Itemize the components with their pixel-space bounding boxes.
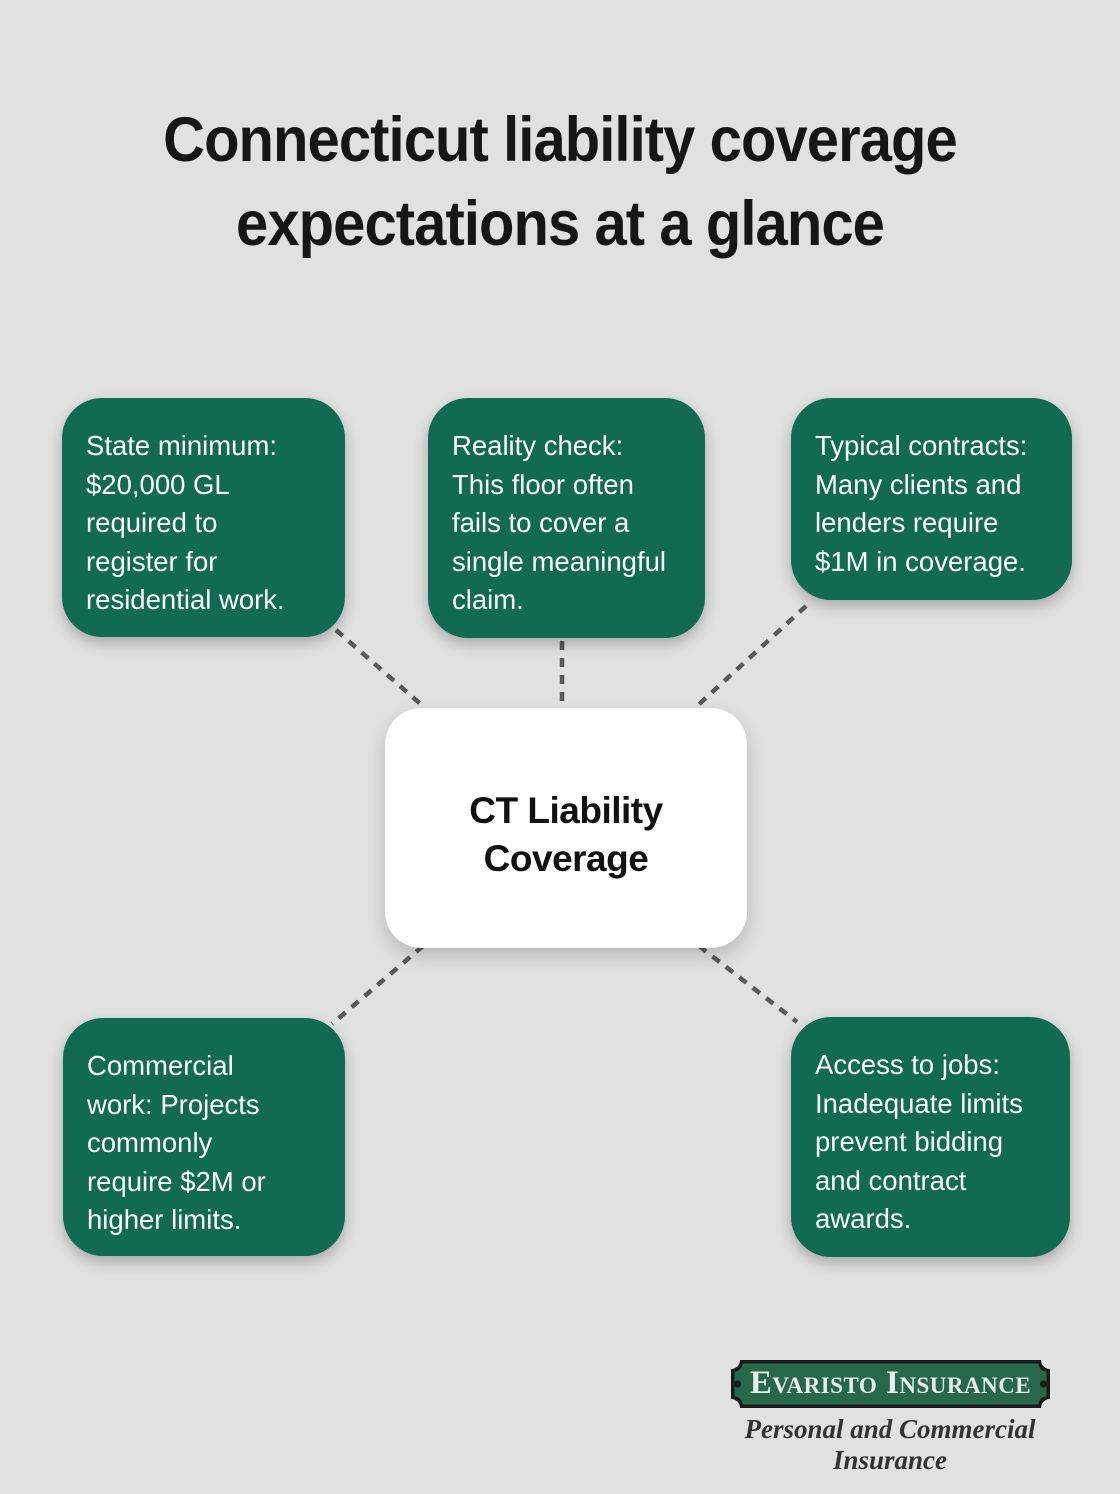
- node-typical-contracts: Typical contracts: Many clients and lend…: [791, 398, 1072, 600]
- logo-plaque-face: [734, 1363, 1047, 1405]
- page-title: Connecticut liability coverage expectati…: [45, 98, 1075, 266]
- center-node-label: CT Liability Coverage: [469, 790, 663, 879]
- title-line-1: Connecticut liability coverage: [163, 105, 958, 175]
- title-line-2: expectations at a glance: [236, 189, 885, 259]
- node-state-minimum-text: State minimum: $20,000 GL required to re…: [86, 430, 285, 615]
- logo-name: Evaristo Insurance: [749, 1365, 1032, 1401]
- logo-right-dot: [1039, 1380, 1048, 1388]
- node-reality-check: Reality check: This floor often fails to…: [428, 398, 705, 638]
- logo-left-dot: [733, 1380, 742, 1388]
- connector-top-right: [694, 604, 808, 709]
- node-access-to-jobs-text: Access to jobs: Inadequate limits preven…: [815, 1049, 1023, 1234]
- connector-bottom-left: [330, 944, 425, 1026]
- logo-tagline: Personal and Commercial Insurance: [744, 1414, 1036, 1475]
- node-commercial-work-text: Commercial work: Projects commonly requi…: [87, 1050, 266, 1235]
- node-state-minimum: State minimum: $20,000 GL required to re…: [62, 398, 345, 637]
- connector-top-left: [334, 628, 426, 709]
- node-typical-contracts-text: Typical contracts: Many clients and lend…: [815, 430, 1028, 577]
- brand-logo: Evaristo Insurance Personal and Commerci…: [731, 1360, 1050, 1475]
- center-node-ct-liability-coverage: CT Liability Coverage: [385, 708, 747, 948]
- node-commercial-work: Commercial work: Projects commonly requi…: [63, 1018, 345, 1256]
- node-access-to-jobs: Access to jobs: Inadequate limits preven…: [791, 1017, 1070, 1257]
- connector-bottom-right: [697, 944, 799, 1024]
- node-reality-check-text: Reality check: This floor often fails to…: [452, 430, 667, 615]
- logo-plaque-shape: [731, 1360, 1050, 1408]
